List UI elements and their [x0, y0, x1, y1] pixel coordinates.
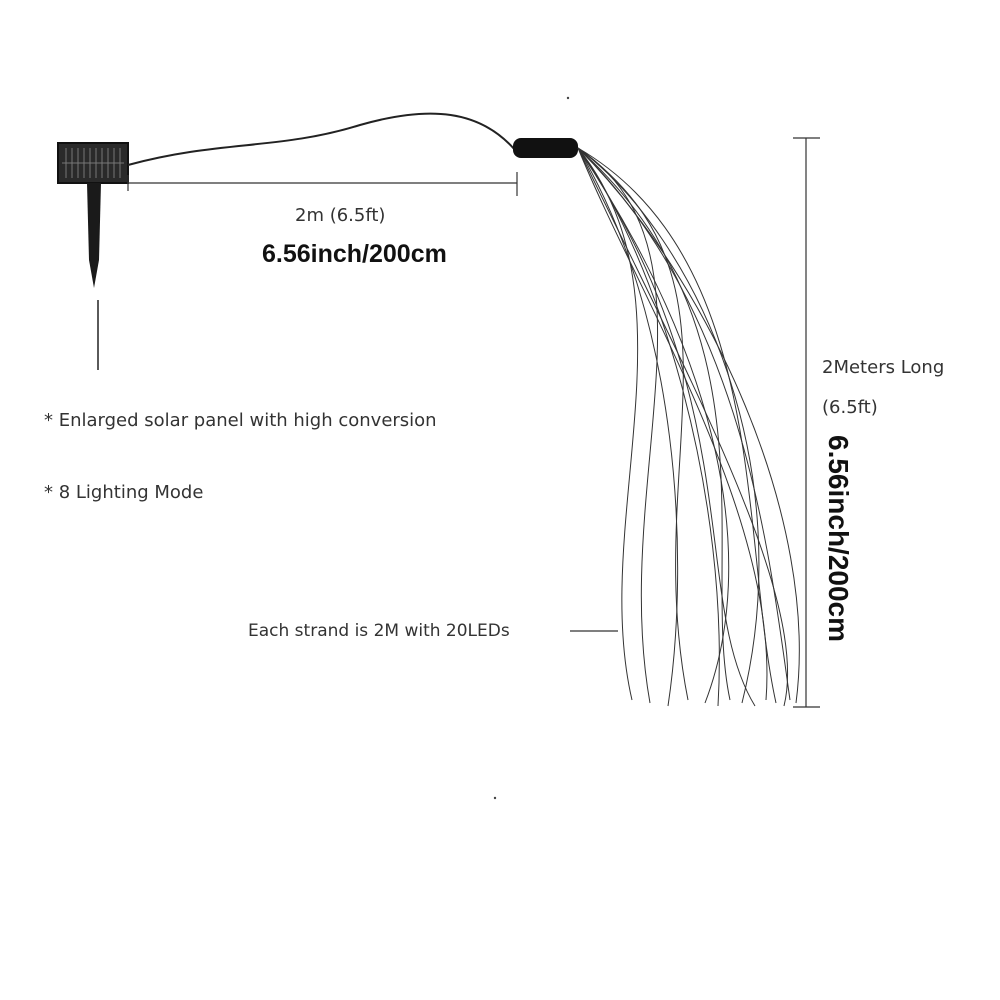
controller-box-icon — [513, 138, 578, 158]
height-dimension-line — [793, 137, 820, 708]
light-strand — [577, 147, 731, 701]
light-strand — [577, 147, 789, 707]
light-strand — [577, 147, 659, 704]
feature-1: * Enlarged solar panel with high convers… — [44, 410, 437, 431]
strand-label: Each strand is 2M with 20LEDs — [248, 621, 510, 641]
cable-length-label: 2m (6.5ft) — [295, 205, 386, 226]
light-strand — [577, 147, 689, 701]
light-strand — [577, 147, 791, 701]
light-strand — [577, 147, 777, 704]
light-strand — [577, 147, 756, 707]
stake-icon — [87, 183, 101, 370]
height-label-ft: (6.5ft) — [822, 397, 878, 418]
feature-2: * 8 Lighting Mode — [44, 482, 204, 503]
cable-line — [127, 112, 516, 166]
light-strands — [577, 147, 800, 707]
height-big: 6.56inch/200cm — [823, 435, 854, 643]
cable-length-big: 6.56inch/200cm — [262, 240, 447, 268]
height-label: 2Meters Long — [822, 357, 945, 378]
light-strand — [577, 147, 639, 701]
solar-panel-icon — [57, 142, 129, 184]
light-strand — [577, 147, 800, 704]
cable-dimension-line — [127, 172, 518, 196]
light-strand — [577, 147, 730, 704]
